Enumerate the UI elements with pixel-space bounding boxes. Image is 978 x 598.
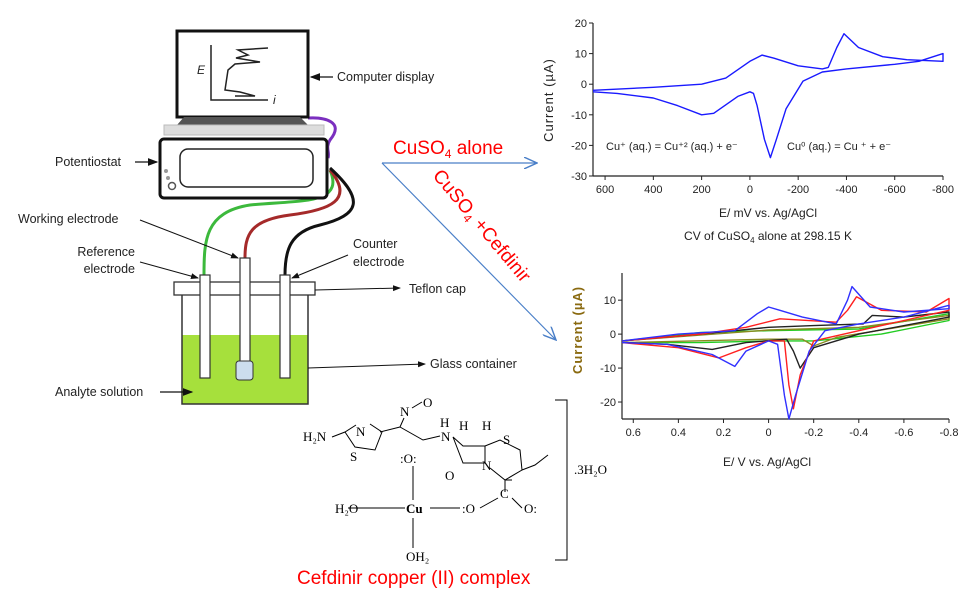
y-tick-label: 10 [604, 295, 616, 307]
atom-h-amide: H [440, 415, 449, 430]
chart1-ylabel: Current (µA) [541, 58, 556, 142]
arrow-to-cuso4-cefdinir [381, 162, 556, 340]
x-tick-label: 0.2 [716, 427, 731, 439]
x-tick-label: 600 [596, 184, 614, 196]
complex-title: Cefdinir copper (II) complex [297, 568, 531, 589]
chart1-caption: CV of CuSO4 alone at 298.15 K [684, 229, 852, 245]
x-tick-label: 200 [692, 184, 710, 196]
working-electrode [239, 257, 251, 369]
chart1-xlabel: E/ mV vs. Ag/AgCl [719, 206, 817, 220]
y-tick-label: -10 [600, 363, 616, 375]
atom-o-oxime: O [423, 395, 432, 410]
y-tick-label: 0 [581, 79, 587, 91]
x-tick-label: 0.6 [626, 427, 641, 439]
atom-h2o-left: H₂O [335, 501, 358, 516]
atom-h2n: H₂N [303, 429, 327, 444]
label-counter-electrode-2: electrode [353, 255, 404, 269]
label-cuso4-alone: CuSO4 alone [393, 138, 503, 161]
cefdinir-copper-structure: H₂N N S N O H N H H S N O :O: H₂O Cu :O … [303, 395, 568, 564]
chart1-annotation-2: Cu⁰ (aq.) = Cu ⁺ + e⁻ [787, 141, 891, 153]
x-tick-label: -800 [932, 184, 954, 196]
y-tick-label: 0 [610, 329, 616, 341]
x-tick-label: -0.2 [804, 427, 823, 439]
x-tick-label: -0.8 [940, 427, 959, 439]
electrochemical-apparatus: E i Computer display Potentiostat Workin… [18, 29, 517, 405]
series-line-blue [621, 285, 950, 420]
glass-container [181, 295, 309, 405]
series-line-red [621, 296, 950, 410]
atom-n-ring: N [356, 424, 366, 439]
counter-electrode [279, 274, 291, 379]
laptop-screen [175, 29, 310, 119]
series-line-cuso4 [592, 33, 944, 159]
label-glass-container: Glass container [430, 357, 517, 371]
atom-o-lactam: O [445, 468, 454, 483]
screen-axis-e: E [197, 63, 206, 77]
x-tick-label: 0 [766, 427, 772, 439]
y-tick-label: -30 [571, 171, 587, 183]
atom-o-enol: :O: [400, 451, 417, 466]
x-tick-label: 0.4 [671, 427, 686, 439]
atom-s-thiazine: S [503, 432, 510, 447]
atom-h1: H [459, 418, 468, 433]
x-tick-label: -400 [835, 184, 857, 196]
x-tick-label: -0.4 [849, 427, 868, 439]
atom-o-carboxyl-1: :O [462, 501, 475, 516]
atom-n-oxime: N [400, 404, 410, 419]
label-counter-electrode: Counter [353, 237, 397, 251]
reference-electrode [199, 274, 211, 379]
x-tick-label: -200 [787, 184, 809, 196]
flow-arrows: CuSO4 alone CuSO4 +Cefdinir [381, 138, 556, 340]
laptop-keyboard [177, 117, 308, 125]
y-tick-label: -20 [571, 140, 587, 152]
label-analyte-solution: Analyte solution [55, 385, 143, 399]
y-tick-label: 20 [575, 18, 587, 30]
hydrate-label: .3H₂O [574, 462, 607, 477]
label-reference-electrode-2: electrode [84, 262, 135, 276]
atom-n-amide: N [441, 429, 451, 444]
wire-reference [202, 169, 335, 276]
cv-chart-cuso4-alone: Cu⁺ (aq.) = Cu⁺² (aq.) + e⁻ Cu⁰ (aq.) = … [541, 18, 954, 245]
x-tick-label: -600 [884, 184, 906, 196]
atom-cu: Cu [406, 501, 423, 516]
laptop-base [163, 124, 325, 136]
label-cuso4-cefdinir: CuSO4 +Cefdinir [427, 166, 535, 289]
chart1-annotation-1: Cu⁺ (aq.) = Cu⁺² (aq.) + e⁻ [606, 141, 738, 153]
label-computer-display: Computer display [337, 70, 435, 84]
x-tick-label: 400 [644, 184, 662, 196]
label-reference-electrode: Reference [77, 245, 135, 259]
chart2-ylabel: Current (µA) [570, 286, 585, 374]
wire-counter [283, 166, 355, 276]
screen-plot: E i [197, 45, 276, 107]
label-potentiostat: Potentiostat [55, 155, 122, 169]
y-tick-label: -20 [600, 397, 616, 409]
atom-n-lactam: N [482, 458, 492, 473]
y-tick-label: 10 [575, 49, 587, 61]
screen-axis-i: i [273, 93, 276, 107]
bracket [555, 399, 568, 561]
chart2-xlabel: E/ V vs. Ag/AgCl [723, 455, 811, 469]
y-tick-label: -10 [571, 110, 587, 122]
atom-o-carboxyl-2: O: [524, 501, 537, 516]
potentiostat-display [179, 148, 314, 188]
atom-s-ring: S [350, 449, 357, 464]
wire-working [243, 169, 342, 259]
series-line-black [621, 311, 950, 369]
label-teflon-cap: Teflon cap [409, 282, 466, 296]
cv-chart-cuso4-cefdinir: E/ V vs. Ag/AgCl Current (µA) 0.6 0.4 0.2 0… [570, 273, 958, 469]
x-tick-label: -0.6 [894, 427, 913, 439]
atom-oh2-bottom: OH₂ [406, 549, 429, 564]
atom-c-carboxyl: C [500, 486, 509, 501]
x-tick-label: 0 [747, 184, 753, 196]
label-working-electrode: Working electrode [18, 212, 119, 226]
atom-h2: H [482, 418, 491, 433]
